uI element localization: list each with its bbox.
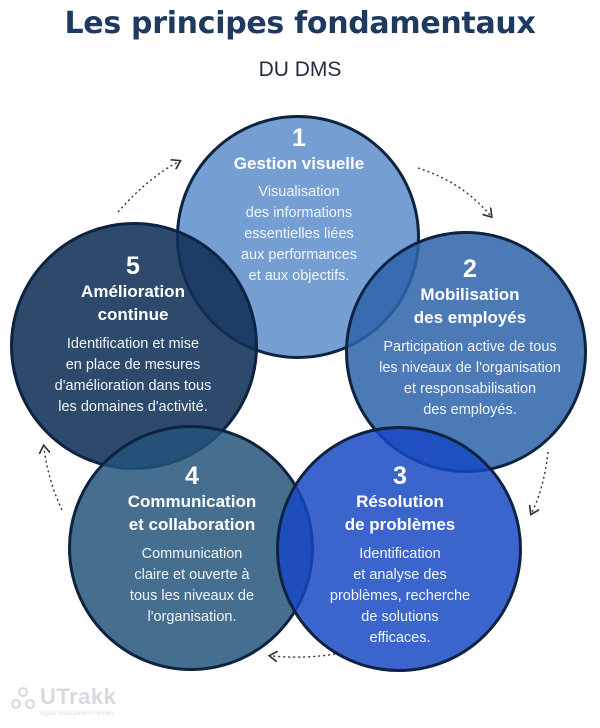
principle-2-title-line: Mobilisation [420,285,520,304]
principle-1-desc-line: aux performances [240,247,358,263]
principle-5-desc-line: d'amélioration dans tous [54,378,212,394]
principle-1-desc-line: et aux objectifs. [248,268,350,284]
principle-2-desc-line: et responsabilisation [403,381,537,397]
principle-5-title-line: Amélioration [81,282,185,301]
principle-1-title: Gestion visuelle [233,154,365,173]
principle-2-title-line: des employés [413,308,527,327]
logo-tagline: digital management system [40,711,114,717]
principle-2-number: 2 [463,255,477,283]
utrakk-logo: UTrakk digital management system [10,684,150,724]
principle-4-desc-line: claire et ouverte à [134,567,250,583]
principle-1-desc-line: des informations [245,205,353,221]
principle-5-desc-line: Identification et mise [66,336,200,352]
logo-name: UTrakk [40,684,117,709]
principle-3-desc-line: Identification [359,546,441,562]
principle-4-desc-line: l'organisation. [147,609,237,625]
principle-5-text: 5 Amélioration continue Identification e… [26,252,240,418]
principle-2-desc-line: Participation active de tous [383,339,557,355]
principle-4-text: 4 Communication et collaboration Communi… [86,462,298,628]
principle-2-text: 2 Mobilisation des employés Participatio… [356,255,584,421]
principle-1-desc-line: essentielles liées [244,226,354,242]
principle-2-desc-line: des employés. [423,402,517,418]
principle-1-number: 1 [292,124,306,152]
principle-3-text: 3 Résolution de problèmes Identification… [300,462,500,649]
principle-1-text: 1 Gestion visuelle Visualisation des inf… [196,124,402,287]
principle-circle-3 [276,426,522,672]
principle-4-desc-line: tous les niveaux de [129,588,255,604]
principle-3-desc-line: de solutions [361,609,439,625]
page-subtitle: DU DMS [258,58,342,81]
principle-4-title-line: Communication [127,492,257,511]
principle-2-desc-line: les niveaux de l'organisation [379,360,561,376]
page-title: Les principes fondamentaux [64,6,536,41]
principle-5-desc-line: les domaines d'activité. [58,399,208,415]
principle-3-title-line: de problèmes [344,515,456,534]
principle-5-number: 5 [126,252,140,280]
principle-5-title-line: continue [97,305,169,324]
principle-4-number: 4 [185,462,199,490]
principle-4-title-line: et collaboration [128,515,256,534]
principle-1-desc-line: Visualisation [258,184,340,200]
principle-3-number: 3 [393,462,407,490]
principle-5-desc-line: en place de mesures [65,357,201,373]
principle-3-desc-line: et analyse des [353,567,447,583]
principle-3-desc-line: problèmes, recherche [329,588,471,604]
principle-3-title-line: Résolution [356,492,444,511]
utrakk-logo-icon [11,687,35,709]
principle-4-desc-line: Communication [141,546,243,562]
principle-3-desc-line: efficaces. [369,630,431,646]
